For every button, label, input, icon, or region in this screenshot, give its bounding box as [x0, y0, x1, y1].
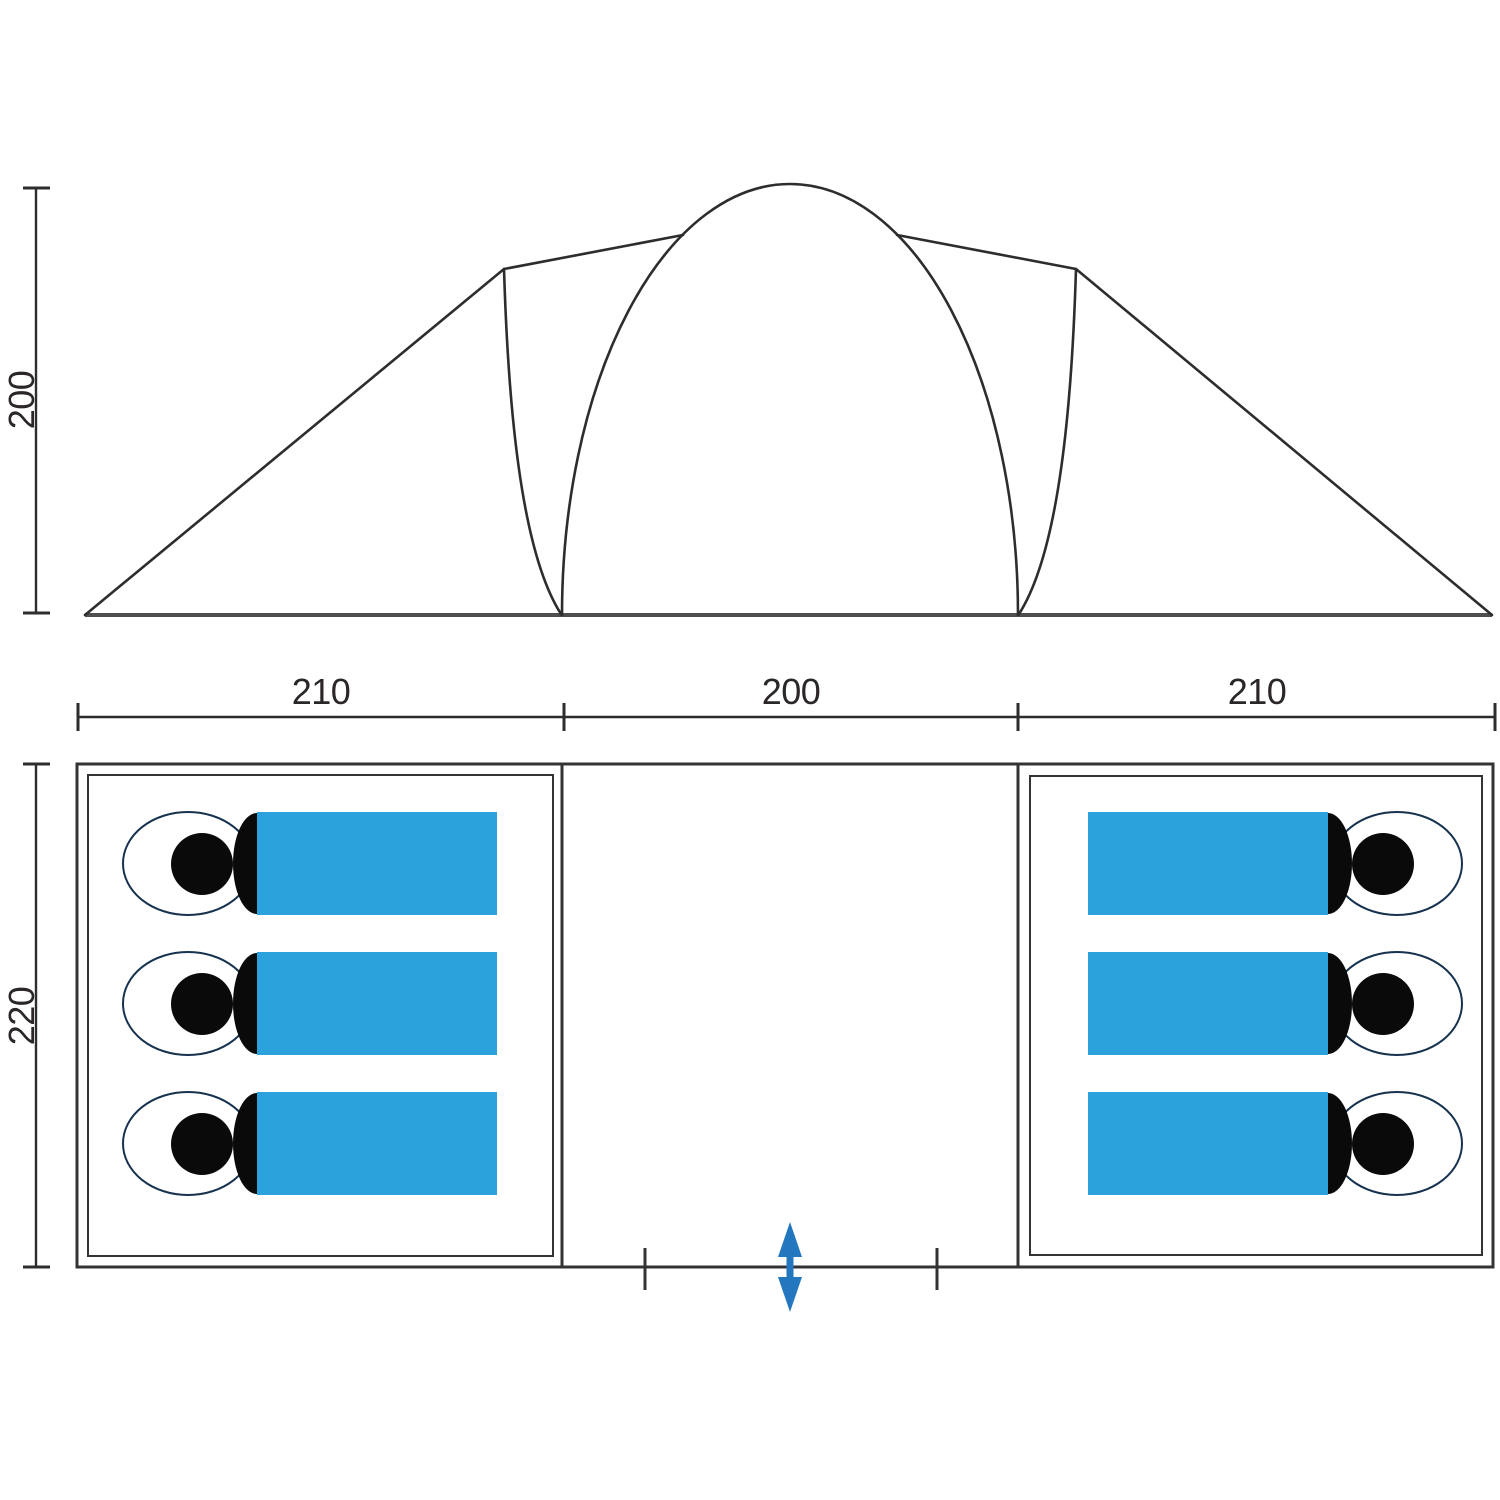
right-room-inner-wall — [1029, 775, 1483, 1256]
tent-left-seam — [502, 267, 563, 616]
left-room — [75, 762, 564, 1269]
right-width-label: 210 — [1228, 671, 1287, 712]
sleeping-bag-right-1 — [1087, 811, 1463, 916]
tent-left-slope — [83, 267, 506, 617]
tent-dome-arch — [560, 182, 1020, 617]
tent-right-seam — [1017, 267, 1078, 616]
plan-width-dimension: 210 200 210 — [76, 671, 1497, 731]
sleeping-bag-left-1 — [122, 811, 498, 916]
left-width-label: 210 — [292, 671, 351, 712]
entrance-direction-arrow-icon — [778, 1222, 802, 1312]
tent-right-slope — [1074, 267, 1494, 617]
vestibule — [562, 762, 1018, 1312]
tent-left-ridge — [502, 233, 685, 271]
right-room — [1016, 762, 1495, 1269]
tent-right-ridge — [895, 233, 1078, 271]
left-room-inner-wall — [87, 774, 554, 1257]
sleeping-bag-left-3 — [122, 1091, 498, 1196]
center-width-label: 200 — [762, 671, 821, 712]
sleeping-bag-left-2 — [122, 951, 498, 1056]
plan-depth-dimension: 220 — [1, 762, 50, 1269]
sleeping-bag-right-3 — [1087, 1091, 1463, 1196]
height-dimension-label: 200 — [1, 371, 42, 430]
elevation-view: 200 — [1, 182, 1494, 617]
elevation-height-dimension: 200 — [1, 186, 50, 615]
depth-dimension-label: 220 — [1, 987, 42, 1046]
sleeping-bag-right-2 — [1087, 951, 1463, 1056]
floor-plan-view: 210 200 210 220 — [1, 671, 1497, 1312]
